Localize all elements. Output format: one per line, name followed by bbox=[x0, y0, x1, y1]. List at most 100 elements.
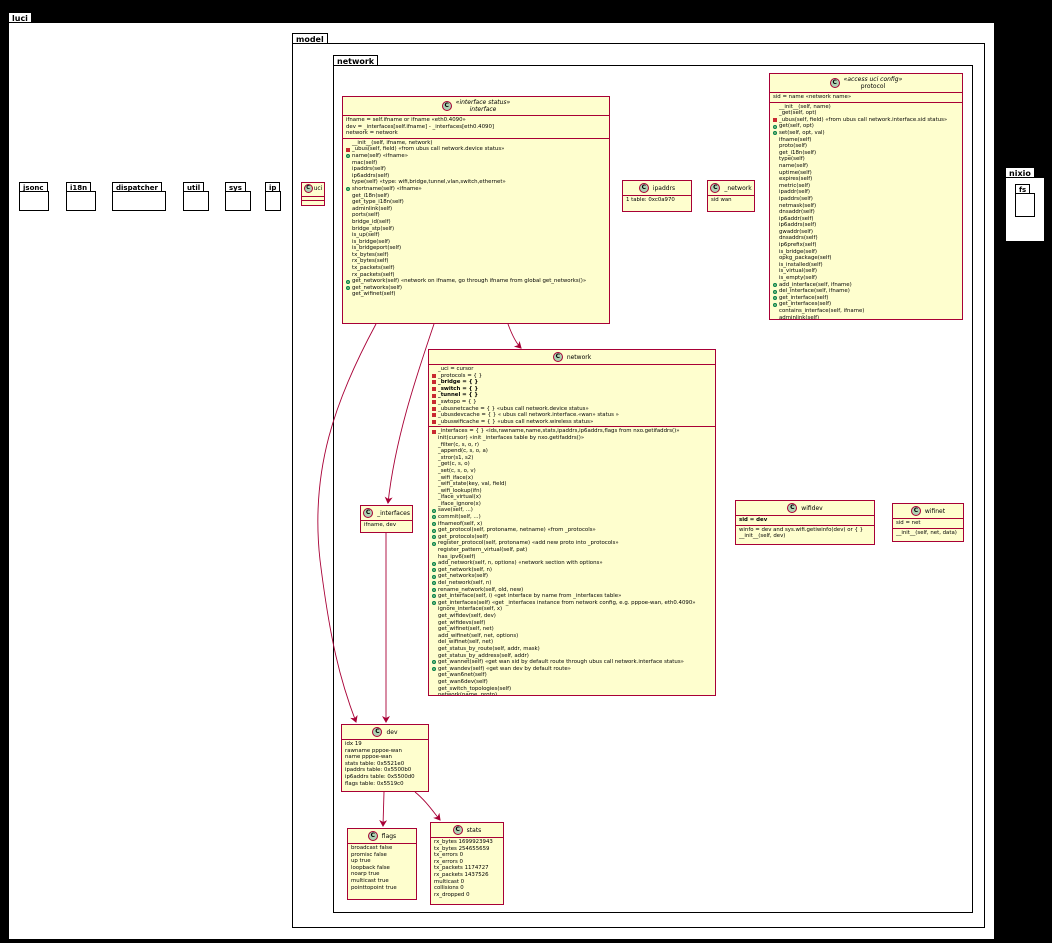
public-icon bbox=[773, 282, 777, 287]
member-text: _wifi_state(key, val, field) bbox=[438, 481, 507, 488]
no-visibility-icon bbox=[432, 476, 436, 480]
member-text: netmask(self) bbox=[779, 202, 817, 209]
classes.protocol.methods-row: ip6addrs(self) bbox=[773, 222, 959, 229]
no-visibility-icon bbox=[773, 230, 777, 234]
interfaces-table-class: C _interfaces ifname, dev bbox=[360, 505, 413, 533]
member-text: dev = _interfaces[self.ifname] - _interf… bbox=[346, 123, 494, 130]
classes.interface.methods-row: is_bridge(self) bbox=[346, 239, 606, 246]
no-visibility-icon bbox=[432, 687, 436, 691]
interfaces-table-class-name: _interfaces bbox=[377, 509, 410, 517]
classes.protocol.fields-row: sid = name «network name» bbox=[773, 94, 959, 101]
model-package-tab: model bbox=[292, 33, 328, 44]
member-text: __init__(self, dev) bbox=[739, 533, 786, 540]
member-text: tx_bytes(self) bbox=[352, 251, 389, 258]
member-text: _swtopo = { } bbox=[438, 398, 477, 405]
member-text: _ubusnetcache = { } «ubus call network.d… bbox=[438, 405, 589, 412]
class-icon: C bbox=[303, 184, 313, 193]
member-text: _append(c, s, o, a) bbox=[438, 448, 488, 455]
member-text: _stror(s1, s2) bbox=[438, 454, 474, 461]
no-visibility-icon bbox=[432, 367, 436, 371]
member-text: del_network(self, n) bbox=[438, 580, 492, 586]
classes.dev.fields-row: flags table: 0x5519c0 bbox=[345, 781, 425, 788]
ipaddrs-class-name: ipaddrs bbox=[652, 184, 676, 192]
classes.flags.fields-row: pointtopoint true bbox=[351, 885, 413, 892]
classes.flags.fields-row: broadcast false bbox=[351, 845, 413, 852]
classes.stats.fields-row: rx_bytes 1699923943 bbox=[434, 839, 500, 846]
classes.network.methods-row: ignore_interface(self, x) bbox=[432, 606, 712, 613]
member-text: is_empty(self) bbox=[779, 275, 818, 282]
member-text: get_switch_topologies(self) bbox=[438, 685, 512, 692]
member-text: ifname = self.ifname or ifname «eth0.409… bbox=[346, 117, 466, 123]
classes.protocol.methods-row: __init__(self, name) bbox=[773, 104, 959, 111]
classes.dev.fields-row: ipaddrs table: 0x5500b0 bbox=[345, 767, 425, 774]
no-visibility-icon bbox=[432, 693, 436, 695]
classes.stats.fields-row: rx_errors 0 bbox=[434, 859, 500, 866]
member-text: rx_dropped 0 bbox=[434, 891, 470, 898]
classes.flags.fields-row: multicast true bbox=[351, 878, 413, 885]
no-visibility-icon bbox=[432, 621, 436, 625]
classes.wifinet.fields-row: sid = net bbox=[896, 520, 960, 527]
classes.interface.methods-row: get_type_i18n(self) bbox=[346, 199, 606, 206]
member-text: get_protocol(self, protoname, netname) «… bbox=[438, 527, 596, 534]
classes.network.methods-row: register_pattern_virtual(self, pat) bbox=[432, 547, 712, 554]
no-visibility-icon bbox=[773, 144, 777, 148]
member-text: _interfaces = { } «ids,rawname,name,stat… bbox=[438, 428, 680, 435]
member-text: up true bbox=[351, 858, 371, 865]
member-text: get_wifidevs(self) bbox=[438, 619, 486, 626]
member-text: ipaddrs(self) bbox=[352, 166, 386, 173]
classes.network.methods-row: get_wifinet(self, net) bbox=[432, 626, 712, 633]
no-visibility-icon bbox=[773, 171, 777, 175]
public-icon bbox=[773, 296, 777, 301]
member-text: dnsaddrs(self) bbox=[779, 235, 818, 242]
interface-class: C «interface status» interface ifname = … bbox=[342, 96, 610, 324]
classes.protocol.methods-row: get_i18n(self) bbox=[773, 150, 959, 157]
no-visibility-icon bbox=[773, 276, 777, 280]
member-text: get_i18n(self) bbox=[352, 192, 390, 199]
private-icon bbox=[432, 420, 436, 425]
no-visibility-icon bbox=[346, 161, 350, 165]
member-text: ifname(self) bbox=[779, 136, 812, 143]
class-icon: C bbox=[638, 183, 649, 193]
member-text: get_wannet(self) «get wan sid by default… bbox=[438, 659, 684, 666]
no-visibility-icon bbox=[432, 502, 436, 506]
member-text: metric(self) bbox=[779, 182, 811, 189]
classes.network.methods-row: get_wannet(self) «get wan sid by default… bbox=[432, 659, 712, 666]
public-icon bbox=[773, 131, 777, 136]
classes.network.methods-row: register_protocol(self, protoname) «add … bbox=[432, 540, 712, 547]
classes.network.methods-row: _get(c, s, o) bbox=[432, 461, 712, 468]
member-text: get_wifidev(self, dev) bbox=[438, 612, 496, 619]
member-text: __init__(self, net, data) bbox=[896, 529, 957, 536]
stats-class-name: stats bbox=[466, 826, 482, 834]
classes.network.methods-row: commit(self, ...) bbox=[432, 514, 712, 521]
member-text: _protocols = { } bbox=[438, 372, 483, 379]
no-visibility-icon bbox=[432, 555, 436, 559]
classes.protocol.methods-row: is_empty(self) bbox=[773, 275, 959, 282]
classes.ipaddrs.fields-row: 1 table: 0xc0a970 bbox=[626, 197, 688, 204]
classes.protocol.methods-row: name(self) bbox=[773, 163, 959, 170]
member-text: ipaddr(self) bbox=[779, 189, 811, 196]
member-text: get_wandev(self) «get wan dev by default… bbox=[438, 665, 571, 672]
member-text: add_interface(self, ifname) bbox=[779, 281, 852, 288]
public-icon bbox=[346, 154, 350, 159]
classes.network.methods-row: network(name, proto) bbox=[432, 692, 712, 695]
member-text: name(self) «ifname» bbox=[352, 152, 409, 159]
public-icon bbox=[432, 601, 436, 606]
classes.protocol.methods-row: type(self) bbox=[773, 156, 959, 163]
classes.protocol.methods-row: ip6prefix(self) bbox=[773, 242, 959, 249]
classes.protocol.methods-row: metric(self) bbox=[773, 183, 959, 190]
public-icon bbox=[432, 521, 436, 526]
interface-class-name: interface bbox=[469, 106, 497, 113]
classes.protocol.methods-row: dnsaddr(self) bbox=[773, 209, 959, 216]
classes.wifidev.methods-row: winfo = dev and sys.wifi.getiwinfo(dev) … bbox=[739, 527, 871, 534]
member-text: ip6addr(self) bbox=[779, 215, 814, 222]
member-text: multicast 0 bbox=[434, 878, 465, 885]
classes.network.methods-row: get_status_by_route(self, addr, mask) bbox=[432, 646, 712, 653]
classes.protocol.methods-row: expires(self) bbox=[773, 176, 959, 183]
member-text: loopback false bbox=[351, 864, 390, 871]
classes.protocol.methods-row: del_interface(self, ifname) bbox=[773, 288, 959, 295]
classes.protocol.methods-row: ip6addr(self) bbox=[773, 216, 959, 223]
classes.network.fields-row: _uci = cursor bbox=[432, 366, 712, 373]
member-text: rx_bytes 1699923943 bbox=[434, 839, 493, 845]
public-icon bbox=[346, 279, 350, 284]
